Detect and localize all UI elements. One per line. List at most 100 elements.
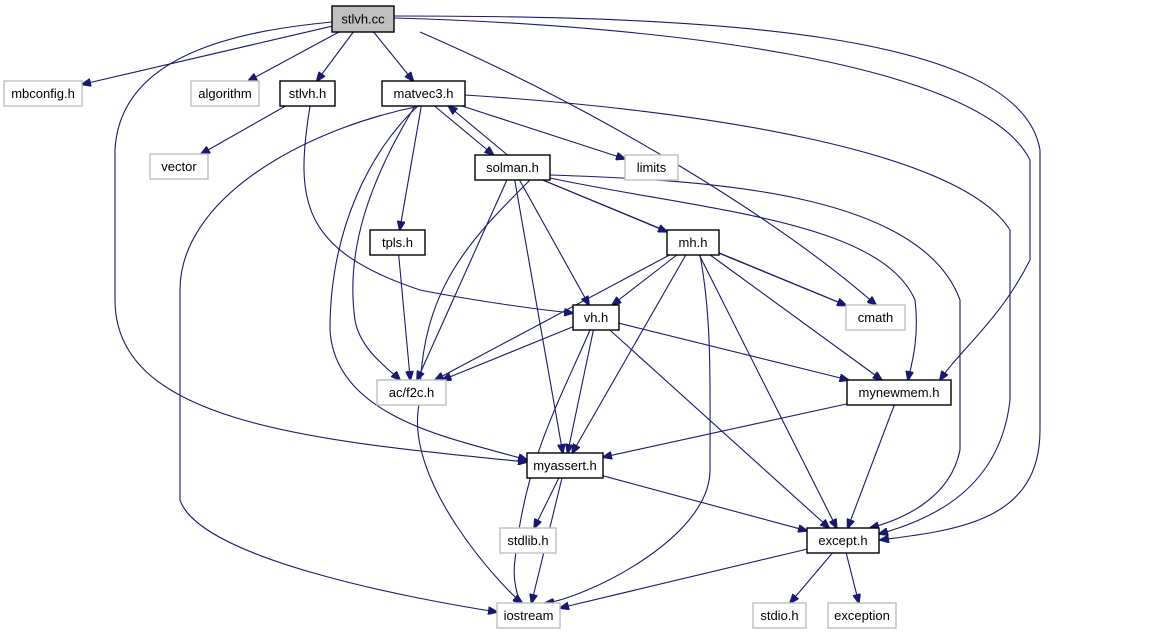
node-label: algorithm bbox=[198, 86, 251, 101]
node-label: exception bbox=[834, 608, 890, 623]
node-label: vector bbox=[161, 159, 197, 174]
edge-mh-h-to-iostream bbox=[545, 254, 711, 603]
node-mh-h[interactable]: mh.h bbox=[666, 229, 720, 256]
node-mbconfig-h: mbconfig.h bbox=[3, 80, 83, 107]
node-label: iostream bbox=[504, 608, 554, 623]
edge-solman-h-to-myassert-h bbox=[514, 179, 563, 453]
node-label: stdlib.h bbox=[507, 533, 548, 548]
node-box bbox=[572, 304, 620, 331]
edge-matvec3-h-to-tpls-h bbox=[400, 105, 422, 230]
node-box bbox=[369, 229, 426, 256]
edge-myassert-h-to-stdlib-h bbox=[534, 477, 560, 528]
edge-matvec3-h-to-iostream bbox=[179, 105, 497, 612]
node-label: myassert.h bbox=[533, 458, 597, 473]
node-box bbox=[149, 153, 209, 180]
node-stlvh-h[interactable]: stlvh.h bbox=[279, 80, 336, 107]
edge-matvec3-h-to-except-h bbox=[464, 94, 1011, 534]
edge-vh-h-to-iostream bbox=[514, 329, 591, 603]
node-label: vh.h bbox=[584, 310, 609, 325]
node-iostream: iostream bbox=[496, 602, 561, 629]
node-box bbox=[752, 602, 807, 629]
edge-except-h-to-iostream bbox=[560, 548, 808, 608]
edge-matvec3-h-to-myassert-h bbox=[329, 105, 527, 460]
edge-solman-h-to-except-h bbox=[549, 174, 961, 528]
edge-myassert-h-to-except-h bbox=[602, 475, 807, 531]
edge-mh-h-to-myassert-h bbox=[572, 254, 687, 453]
node-label: ac/f2c.h bbox=[389, 385, 435, 400]
node-box bbox=[499, 527, 557, 554]
node-label: stlvh.h bbox=[289, 86, 327, 101]
edge-mh-h-to-vh-h bbox=[612, 254, 678, 305]
node-label: stlvh.cc bbox=[341, 12, 385, 27]
edge-stlvh-cc-to-cmath bbox=[419, 31, 876, 305]
edge-stlvh-cc-to-mynewmem-h bbox=[393, 17, 1031, 380]
node-ac-f2c-h: ac/f2c.h bbox=[376, 379, 447, 406]
node-box bbox=[624, 154, 679, 181]
node-vector: vector bbox=[149, 153, 209, 180]
node-box bbox=[331, 5, 395, 33]
edge-stlvh-cc-to-algorithm bbox=[248, 31, 340, 81]
edge-except-h-to-stdio-h bbox=[790, 552, 833, 603]
node-box bbox=[3, 80, 83, 107]
edge-vh-h-to-mynewmem-h bbox=[618, 322, 849, 380]
edge-stlvh-cc-to-stlvh-h bbox=[317, 31, 354, 81]
node-cmath: cmath bbox=[845, 304, 906, 331]
node-solman-h[interactable]: solman.h bbox=[474, 154, 551, 181]
node-label: except.h bbox=[818, 533, 867, 548]
edge-mh-h-to-mynewmem-h bbox=[709, 254, 882, 380]
node-box bbox=[827, 602, 897, 629]
node-except-h[interactable]: except.h bbox=[806, 527, 880, 554]
edge-solman-h-to-mynewmem-h bbox=[549, 177, 917, 380]
node-box bbox=[846, 379, 952, 406]
node-label: solman.h bbox=[486, 160, 539, 175]
node-exception: exception bbox=[827, 602, 897, 629]
edge-stlvh-h-to-vector bbox=[201, 105, 286, 154]
node-box bbox=[845, 304, 906, 331]
edge-stlvh-cc-to-mbconfig-h bbox=[82, 25, 333, 84]
node-mynewmem-h[interactable]: mynewmem.h bbox=[846, 379, 952, 406]
node-label: mh.h bbox=[679, 235, 708, 250]
node-box bbox=[190, 80, 260, 107]
node-limits: limits bbox=[624, 154, 679, 181]
edge-stlvh-h-to-vh-h bbox=[303, 105, 573, 313]
edge-mh-h-to-cmath bbox=[718, 252, 846, 305]
node-label: limits bbox=[637, 160, 667, 175]
node-label: stdio.h bbox=[760, 608, 798, 623]
node-box bbox=[381, 80, 466, 107]
edge-except-h-to-exception bbox=[845, 552, 859, 603]
node-label: matvec3.h bbox=[394, 86, 454, 101]
node-tpls-h[interactable]: tpls.h bbox=[369, 229, 426, 256]
edge-matvec3-h-to-ac-f2c-h bbox=[352, 105, 416, 380]
node-box bbox=[666, 229, 720, 256]
node-box bbox=[526, 452, 604, 479]
node-box bbox=[806, 527, 880, 554]
edge-stlvh-cc-to-myassert-h bbox=[114, 21, 527, 462]
edge-mh-h-to-ac-f2c-h bbox=[435, 254, 670, 380]
node-label: cmath bbox=[858, 310, 893, 325]
node-myassert-h[interactable]: myassert.h bbox=[526, 452, 604, 479]
edge-stlvh-cc-to-matvec3-h bbox=[373, 31, 414, 81]
node-box bbox=[496, 602, 561, 629]
node-algorithm: algorithm bbox=[190, 80, 260, 107]
edge-solman-h-to-ac-f2c-h bbox=[417, 179, 508, 380]
node-matvec3-h[interactable]: matvec3.h bbox=[381, 80, 466, 107]
node-label: tpls.h bbox=[382, 235, 413, 250]
edge-matvec3-h-to-solman-h bbox=[434, 105, 494, 155]
edge-matvec3-h-to-limits bbox=[461, 105, 625, 159]
edge-mynewmem-h-to-myassert-h bbox=[603, 403, 848, 457]
node-box bbox=[474, 154, 551, 181]
node-stdlib-h: stdlib.h bbox=[499, 527, 557, 554]
node-box bbox=[376, 379, 447, 406]
node-vh-h[interactable]: vh.h bbox=[572, 304, 620, 331]
nodes-layer: stlvh.cc mbconfig.h algorithm stlvh.h matvec… bbox=[3, 5, 952, 629]
edge-mh-h-to-except-h bbox=[698, 254, 836, 528]
node-stdio-h: stdio.h bbox=[752, 602, 807, 629]
node-label: mbconfig.h bbox=[11, 86, 75, 101]
edge-solman-h-to-matvec3-h bbox=[449, 106, 508, 156]
edge-vh-h-to-ac-f2c-h bbox=[442, 326, 574, 380]
edge-vh-h-to-myassert-h bbox=[568, 329, 594, 453]
node-label: mynewmem.h bbox=[859, 385, 940, 400]
edge-stlvh-cc-to-except-h bbox=[393, 15, 1041, 540]
node-stlvh-cc[interactable]: stlvh.cc bbox=[331, 5, 395, 33]
